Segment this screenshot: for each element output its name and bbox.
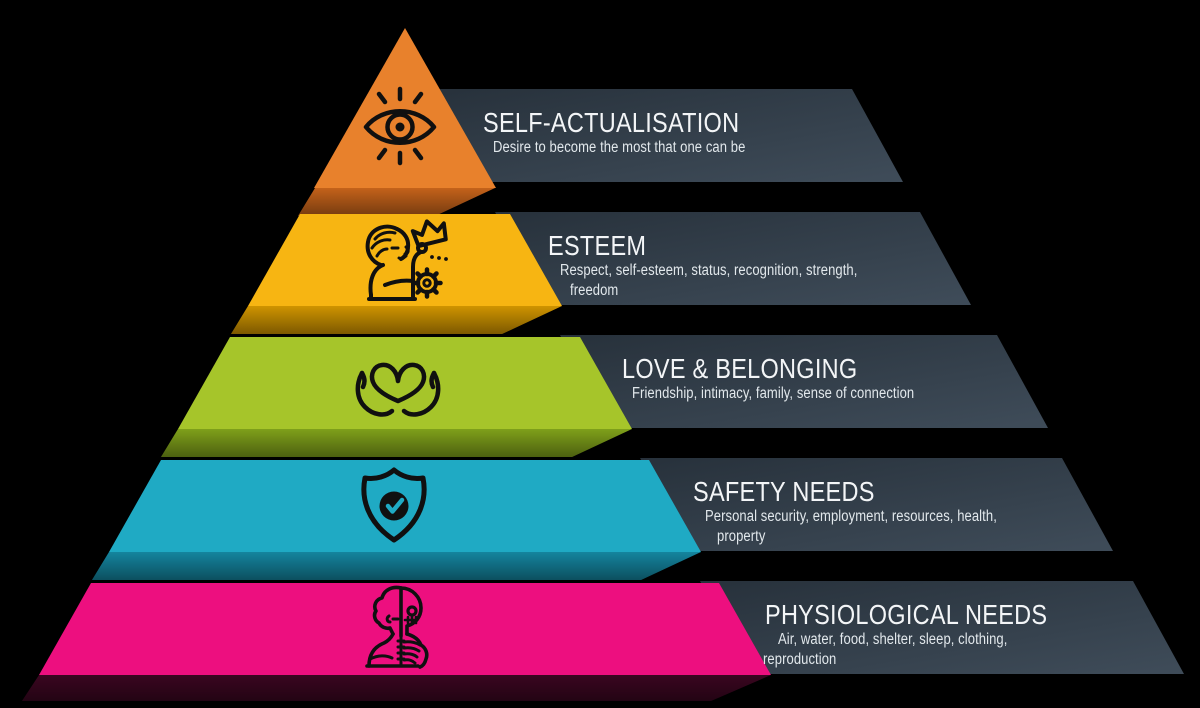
level-subtitle-love-belonging: Friendship, intimacy, family, sense of c… [632,385,915,402]
fold-shade-4 [92,552,701,580]
level-title-physiological-needs: PHYSIOLOGICAL NEEDS [765,599,1048,630]
level-subtitle-safety-needs-line2: property [717,528,766,545]
half-anatomy-icon [365,585,429,669]
level-title-self-actualisation: SELF-ACTUALISATION [483,107,740,138]
level-subtitle-self-actualisation: Desire to become the most that one can b… [493,139,746,156]
level-subtitle-esteem-line2: freedom [570,282,619,299]
layer-physiological-needs [39,583,771,675]
level-subtitle-physiological-needs-line2: reproduction [763,651,837,668]
fold-shade-1 [298,188,495,216]
banner-love-belonging [560,335,1048,428]
eye-icon [363,86,437,166]
level-subtitle-safety-needs-line1: Personal security, employment, resources… [705,508,997,525]
shield-check-icon [361,467,427,543]
fold-shade-5 [22,675,771,701]
layer-self-actualisation [314,28,496,188]
banner-self-actualisation [428,89,903,182]
level-title-safety-needs: SAFETY NEEDS [693,476,875,507]
banner-physiological-needs [700,581,1184,674]
level-title-love-belonging: LOVE & BELONGING [622,353,858,384]
banner-esteem [495,212,971,305]
hands-holding-heart-icon [355,362,441,417]
fold-shade-2 [231,306,562,334]
level-title-esteem: ESTEEM [548,230,647,261]
layer-esteem [248,214,562,306]
fold-shade-3 [161,429,632,457]
layer-love-belonging [178,337,632,429]
level-subtitle-esteem-line1: Respect, self-esteem, status, recognitio… [560,262,858,279]
banner-safety-needs [640,458,1113,551]
level-subtitle-physiological-needs-line1: Air, water, food, shelter, sleep, clothi… [778,631,1008,648]
person-crown-gear-icon [365,219,448,301]
